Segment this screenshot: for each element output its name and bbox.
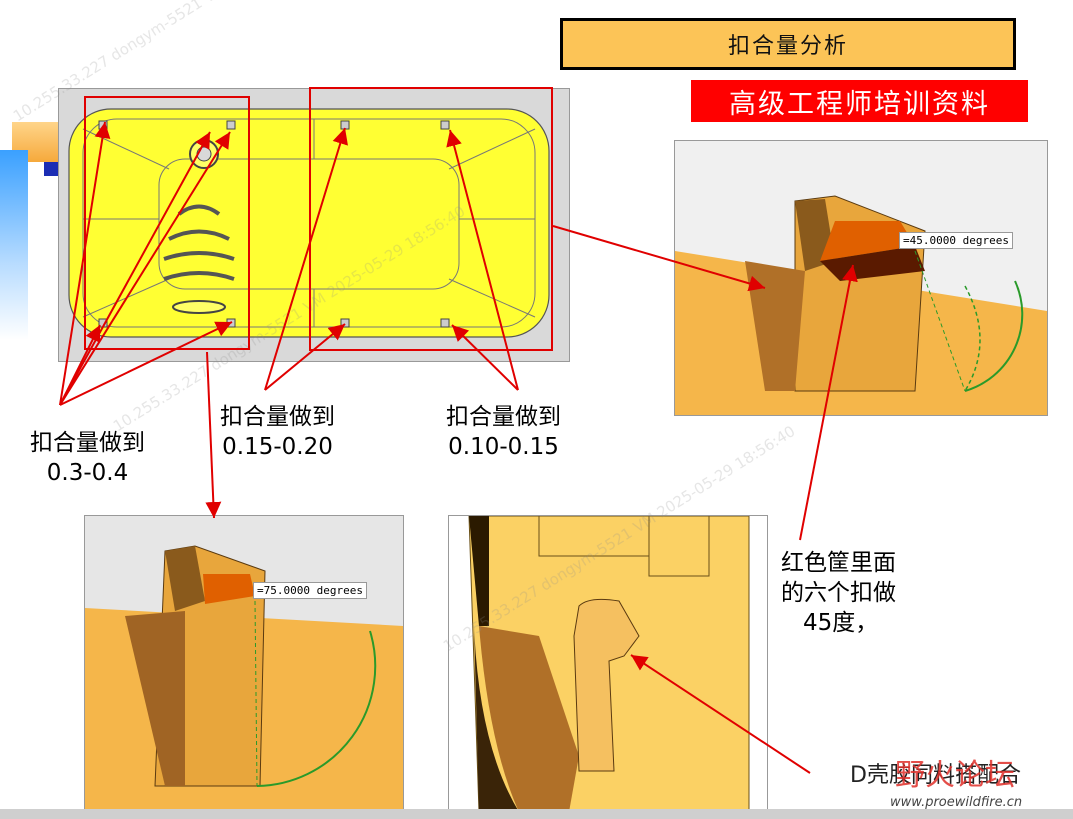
footer-bar bbox=[0, 809, 1073, 819]
bottom-caption: D壳胶同料搭配合 bbox=[850, 763, 1021, 788]
snap-label-left: 扣合量做到 0.3-0.4 bbox=[30, 428, 145, 488]
snap-label-middle: 扣合量做到 0.15-0.20 bbox=[220, 402, 335, 462]
snap-detail-45-view: =45.0000 degrees bbox=[674, 140, 1048, 416]
snap-75-drawing bbox=[85, 516, 403, 812]
snap-45-drawing bbox=[675, 141, 1047, 415]
angle-measure-75: =75.0000 degrees bbox=[253, 582, 367, 599]
snap-label-right-line1: 扣合量做到 bbox=[446, 404, 561, 430]
snap-label-left-line2: 0.3-0.4 bbox=[46, 460, 129, 486]
housing-section-view bbox=[448, 515, 768, 813]
snap-detail-75-view: =75.0000 degrees bbox=[84, 515, 404, 813]
decor-navy-square bbox=[44, 162, 58, 176]
snap-label-middle-line1: 扣合量做到 bbox=[220, 404, 335, 430]
housing-section-drawing bbox=[449, 516, 767, 812]
note-45-degree: 红色筐里面 的六个扣做 45度， bbox=[781, 548, 896, 638]
snap-label-right-line2: 0.10-0.15 bbox=[448, 434, 559, 460]
snap-label-right: 扣合量做到 0.10-0.15 bbox=[446, 402, 561, 462]
forum-logo: 野火论坛 bbox=[895, 758, 1015, 793]
slide-subtitle: 高级工程师培训资料 bbox=[691, 80, 1028, 122]
snap-label-middle-line2: 0.15-0.20 bbox=[222, 434, 333, 460]
note-line1: 红色筐里面 bbox=[781, 550, 896, 576]
snap-label-left-line1: 扣合量做到 bbox=[30, 430, 145, 456]
forum-url: www.proewildfire.cn bbox=[890, 795, 1023, 810]
note-line3: 45度， bbox=[803, 610, 879, 636]
decor-blue-stripe bbox=[0, 150, 28, 340]
main-part-drawing bbox=[68, 108, 550, 338]
main-part-view bbox=[58, 88, 570, 362]
angle-measure-45: =45.0000 degrees bbox=[899, 232, 1013, 249]
note-line2: 的六个扣做 bbox=[781, 580, 896, 606]
slide-title: 扣合量分析 bbox=[560, 18, 1016, 70]
